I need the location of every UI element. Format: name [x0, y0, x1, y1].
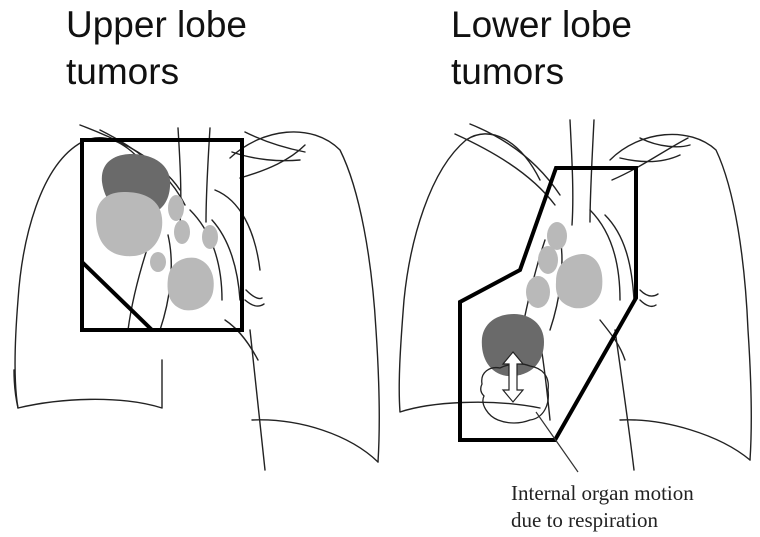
lymph-node-b [538, 246, 558, 274]
lymph-node-a [547, 222, 567, 250]
lower-lobe-title-line2: tumors [451, 51, 564, 92]
upper-lobe-title-line2: tumors [66, 51, 179, 92]
lymph-node-d [556, 254, 602, 308]
lower-lobe-title-line1: Lower lobe [451, 4, 632, 45]
lymph-node-2 [174, 220, 190, 244]
upper-lobe-title-line1: Upper lobe [66, 4, 247, 45]
lymph-node-5 [168, 258, 214, 311]
motion-arrow [503, 352, 523, 402]
tumor-light-upper [96, 192, 162, 256]
upper-lobe-panel: Upper lobe tumors [14, 4, 379, 470]
annotation-line1: Internal organ motion [511, 481, 694, 505]
lymph-node-4 [150, 252, 166, 272]
lymph-node-3 [202, 225, 218, 249]
annotation-line2: due to respiration [511, 508, 658, 532]
lymph-node-c [526, 276, 550, 308]
lymph-node-1 [168, 195, 184, 221]
upper-tumors [96, 154, 218, 310]
lower-lobe-panel: Lower lobe tumors [399, 4, 751, 532]
